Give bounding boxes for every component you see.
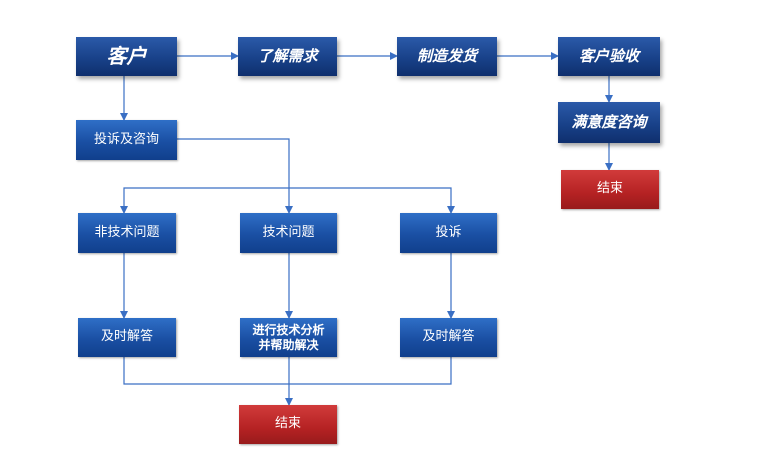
tech-analysis-line1: 进行技术分析 <box>252 322 325 337</box>
node-answer-right: 及时解答 <box>400 318 497 357</box>
connector-branch-left <box>120 187 289 214</box>
node-end-bottom: 结束 <box>239 405 337 444</box>
connector-merge-right <box>289 357 452 385</box>
node-tech-analysis: 进行技术分析 并帮助解决 <box>240 318 337 357</box>
node-complaint: 投诉 <box>400 213 497 253</box>
node-complaint-inquiry: 投诉及咨询 <box>76 120 177 160</box>
node-end-right: 结束 <box>561 170 659 209</box>
node-non-tech-issue: 非技术问题 <box>78 213 176 253</box>
node-customer: 客户 <box>76 37 177 76</box>
node-answer-left: 及时解答 <box>78 318 176 357</box>
connector-branch-right <box>289 187 455 214</box>
node-manufacture-ship: 制造发货 <box>397 37 497 76</box>
node-understand-needs: 了解需求 <box>238 37 337 76</box>
connector-merge-left <box>123 357 289 385</box>
connector-inquiry-to-tech <box>177 138 293 214</box>
node-tech-issue: 技术问题 <box>240 213 337 253</box>
node-customer-acceptance: 客户验收 <box>558 37 660 76</box>
node-satisfaction-survey: 满意度咨询 <box>558 102 660 143</box>
tech-analysis-line2: 并帮助解决 <box>258 337 319 352</box>
